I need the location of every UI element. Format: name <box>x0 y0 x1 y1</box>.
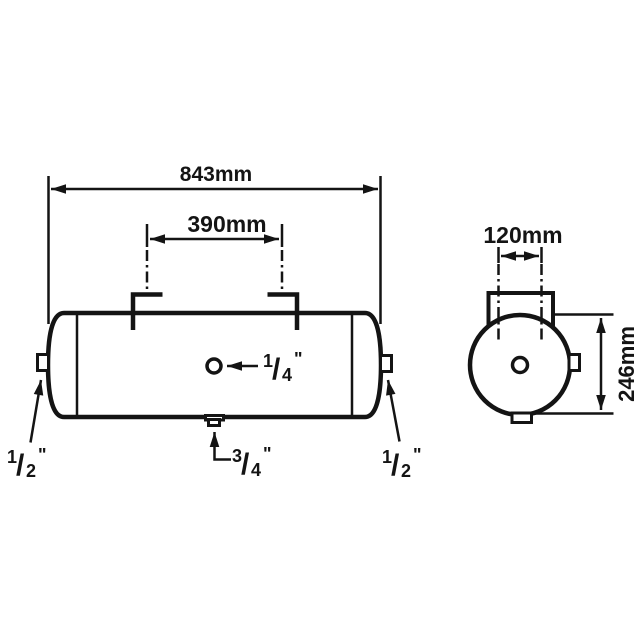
fraction-numerator: 1 <box>263 351 273 371</box>
inch-mark: " <box>413 445 422 465</box>
side-view: 843mm 390mm 1 / 4 " 3 / 4 " <box>7 163 422 482</box>
fraction-slash: / <box>272 353 281 386</box>
port-label-half-inch-left: 1 / 2 " <box>7 379 47 482</box>
dimension-diameter: 246mm <box>534 313 639 415</box>
right-side-port <box>379 354 393 373</box>
fraction-slash: / <box>241 448 250 481</box>
fraction-slash: / <box>391 449 400 482</box>
end-view-bottom-port <box>510 411 533 424</box>
port-label-three-quarter-inch: 3 / 4 " <box>209 432 272 481</box>
dimension-overall-length: 843mm <box>47 163 382 324</box>
top-face-port <box>205 357 223 375</box>
left-side-port <box>36 353 50 372</box>
end-view-side-port <box>567 353 581 372</box>
dimension-label-246mm: 246mm <box>614 326 639 402</box>
fraction-denominator: 2 <box>401 461 411 481</box>
leader-arrow <box>29 379 44 443</box>
end-view: 120mm 246mm <box>467 222 639 424</box>
inch-mark: " <box>294 349 303 369</box>
inch-mark: " <box>38 445 47 465</box>
mounting-bracket-right <box>267 292 300 330</box>
end-view-center-port <box>510 355 530 375</box>
bottom-port-body <box>207 418 221 427</box>
fraction-denominator: 2 <box>26 461 36 481</box>
fraction-numerator: 1 <box>382 447 392 467</box>
inch-mark: " <box>263 444 272 464</box>
dimension-label-120mm: 120mm <box>483 222 562 248</box>
fraction-numerator: 3 <box>232 446 242 466</box>
leader-arrow <box>209 432 231 461</box>
fraction-denominator: 4 <box>282 365 292 385</box>
port-label-quarter-inch: 1 / 4 " <box>227 349 303 386</box>
fraction-slash: / <box>16 449 25 482</box>
mounting-bracket-left <box>130 292 163 330</box>
dimension-bracket-spacing: 390mm <box>145 211 284 292</box>
dimension-label-390mm: 390mm <box>187 211 266 237</box>
leader-arrow <box>386 379 401 442</box>
fraction-denominator: 4 <box>251 460 261 480</box>
port-label-half-inch-right: 1 / 2 " <box>382 379 422 482</box>
dimension-label-843mm: 843mm <box>180 163 252 186</box>
dimension-bracket-width: 120mm <box>483 222 563 263</box>
fraction-numerator: 1 <box>7 447 17 467</box>
